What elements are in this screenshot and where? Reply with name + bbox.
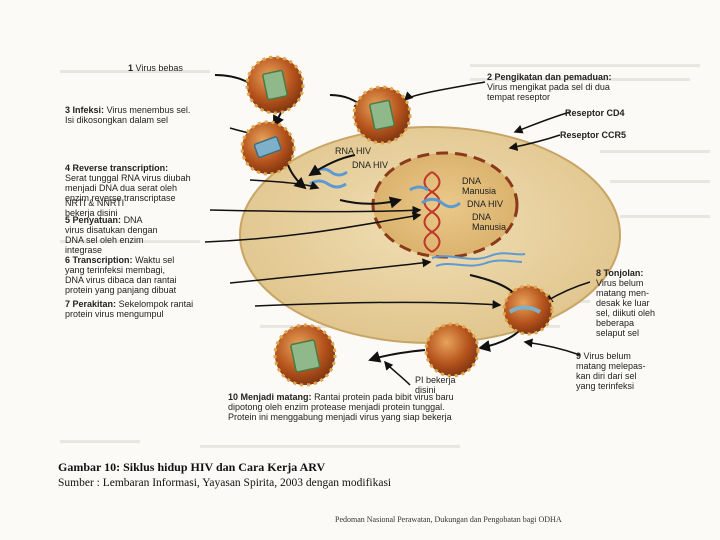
step-2-title: Pengikatan dan pemaduan: [494,72,612,82]
dna-hiv-nucleus-label: DNA HIV [467,199,504,209]
virus-releasing [424,322,480,378]
step-4-label: 4 Reverse transcription: Serat tunggal R… [65,163,250,203]
step-7-label: 7 Perakitan: Sekelompok rantai protein v… [65,299,194,319]
step-3-line-2: Isi dikosongkan dalam sel [65,115,169,125]
step-10-label: 10 Menjadi matang: Rantai protein pada b… [228,392,454,422]
step-2-line-1: Virus mengikat pada sel di dua [487,82,610,92]
step-5-number: 5 [65,215,71,225]
dna-hiv-label: DNA HIV [352,160,389,170]
step-3-title: Infeksi: [72,105,105,115]
label-pointers [204,81,591,386]
step-1-label: 1 Virus bebas [128,63,183,73]
dna-manusia-label-1: DNA Manusia [462,176,497,196]
step-3-label: 3 Infeksi: Virus menembus sel. Isi dikos… [65,105,255,125]
dna-manusia-label-2: DNA Manusia [472,212,507,232]
step-4-line-2: menjadi DNA dua serat oleh [65,183,178,193]
transcribed-rna [431,252,526,267]
page-footer: Pedoman Nasional Perawatan, Dukungan dan… [335,515,562,524]
step-8-label: 8 Tonjolan: Virus belum matang men- desa… [596,268,656,338]
rna-hiv-label: RNA HIV [335,146,372,156]
step-4-title: Reverse transcription: [72,163,169,173]
step-8-number: 8 [596,268,602,278]
step-9-title: Virus belum [583,351,631,361]
step-2-number: 2 [487,72,493,82]
step-8-title: Tonjolan: [603,268,644,278]
receptor-ccr5-label: Reseptor CCR5 [560,130,627,140]
step-10-number: 10 [228,392,239,402]
virus-entering [240,120,296,176]
virus-budding [502,284,554,336]
step-9-label: 9 Virus belum matang melepas- kan diri d… [576,351,646,391]
step-10-title: Menjadi matang: [240,392,312,402]
virus-free [245,55,305,115]
step-1-number: 1 [128,63,134,73]
figure-caption-title: Gambar 10: Siklus hidup HIV dan Cara Ker… [58,460,326,474]
step-7-title: Perakitan: [72,299,117,309]
virus-mature [273,323,337,387]
virus-binding [352,85,412,145]
step-7-number: 7 [65,299,71,309]
step-4-number: 4 [65,163,71,173]
step-5-title: Penyatuan: [72,215,122,225]
step-6-number: 6 [65,255,71,265]
step-1-title: Virus bebas [135,63,183,73]
step-5-label: 5 Penyatuan: DNA virus disatukan dengan … [65,215,158,255]
step-4-line-1: Serat tunggal RNA virus diubah [65,173,191,183]
human-dna-helix [423,171,441,253]
figure-caption-source: Sumber : Lembaran Informasi, Yayasan Spi… [58,477,392,489]
step-2-label: 2 Pengikatan dan pemaduan: Virus mengika… [487,72,677,102]
step-3-number: 3 [65,105,71,115]
receptor-cd4-label: Reseptor CD4 [565,108,625,118]
cycle-arrows [214,74,521,363]
step-4-line-3: enzim reverse transcriptase [65,193,176,203]
step-9-number: 9 [576,351,582,361]
nrti-label: NRTI & NNRTI bekerja disini [65,198,125,218]
pi-label: PI bekerja disini [415,375,456,395]
step-6-title: Transcription: [72,255,133,265]
viral-dna-nucleus [421,197,461,209]
step-2-line-2: tempat reseptor [487,92,551,102]
step-3-line-1: Virus menembus sel. [106,105,191,115]
step-6-label: 6 Transcription: Waktu sel yang terinfek… [65,255,177,295]
